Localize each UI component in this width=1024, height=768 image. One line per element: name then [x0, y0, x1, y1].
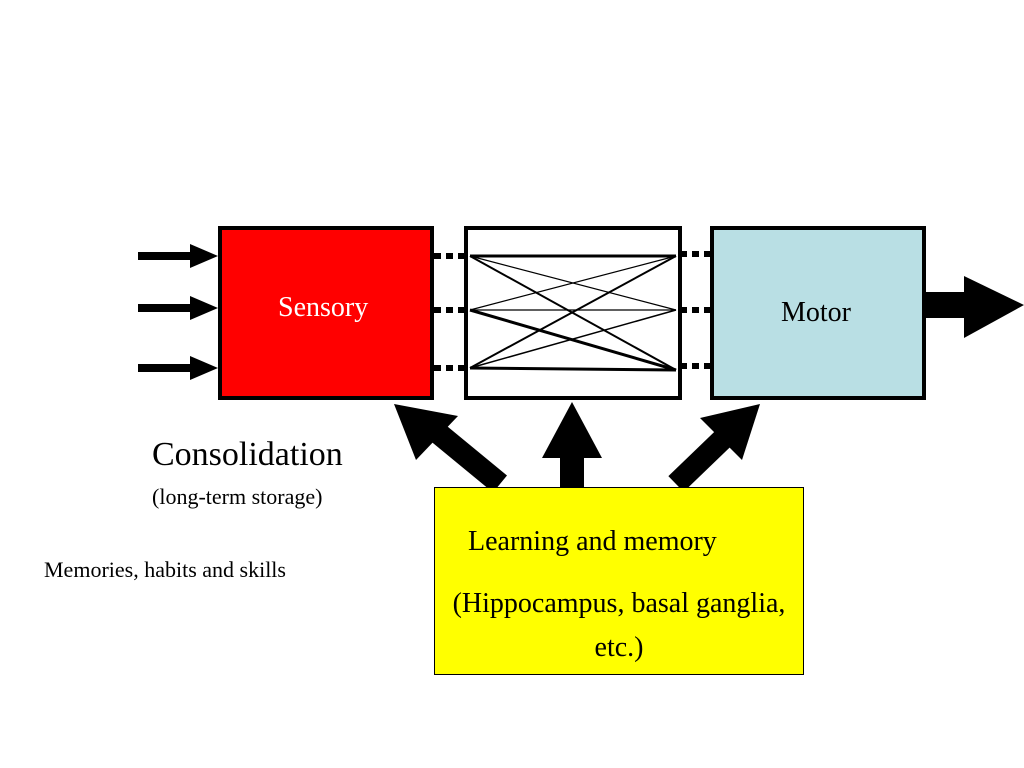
feedback-arrow-right-icon	[668, 404, 760, 492]
input-arrow-2-icon	[138, 296, 218, 320]
dotted-connectors-left	[434, 253, 466, 371]
memories-note: Memories, habits and skills	[44, 557, 286, 582]
learning-title: Learning and memory	[468, 526, 717, 557]
input-arrow-3-icon	[138, 356, 218, 380]
consolidation-subtitle: (long-term storage)	[152, 484, 323, 509]
motor-box	[710, 226, 926, 400]
learning-detail: (Hippocampus, basal ganglia, etc.)	[452, 588, 786, 663]
output-arrow-icon	[926, 276, 1024, 338]
motor-label: Motor	[781, 297, 851, 328]
dotted-connectors-right	[680, 251, 712, 369]
input-arrow-1-icon	[138, 244, 218, 268]
feedback-arrow-center-icon	[542, 402, 602, 488]
sensory-box	[218, 226, 434, 400]
network-connections	[469, 254, 677, 372]
sensory-label: Sensory	[278, 292, 369, 323]
consolidation-title: Consolidation	[152, 436, 343, 473]
learning-memory-box	[434, 487, 804, 675]
association-network-box	[464, 226, 682, 400]
feedback-arrow-left-icon	[394, 404, 507, 493]
